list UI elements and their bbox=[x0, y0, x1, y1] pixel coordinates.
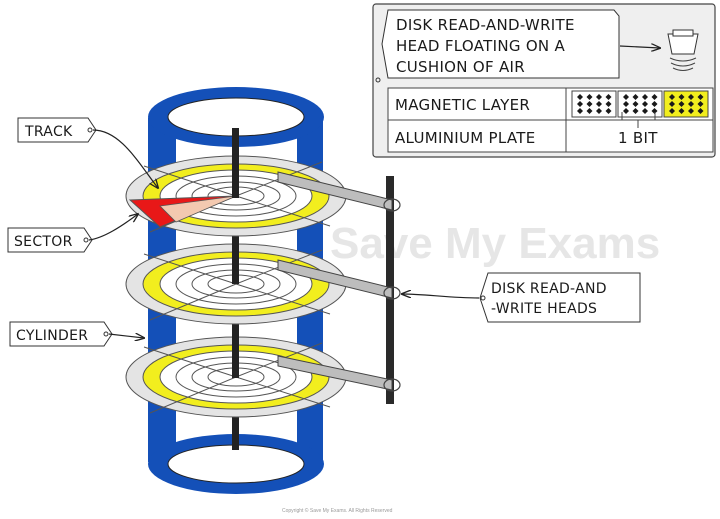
read-write-head-assembly bbox=[277, 171, 401, 404]
label-cylinder: CYLINDER bbox=[9, 321, 144, 347]
watermark-text: Save My Exams bbox=[330, 219, 660, 268]
domain-dot bbox=[623, 94, 629, 100]
magnetic-domains bbox=[571, 90, 709, 118]
domain-dot bbox=[632, 108, 639, 114]
cylinder-label: CYLINDER bbox=[16, 328, 88, 344]
domain-dot bbox=[669, 94, 675, 100]
domain-dot bbox=[651, 94, 658, 100]
inset-head-line3: CUSHION OF AIR bbox=[396, 58, 525, 76]
inset-head-line1: DISK READ-AND-WRITE bbox=[396, 16, 575, 34]
domain-dot bbox=[605, 108, 612, 114]
domain-dot bbox=[688, 108, 694, 114]
domain-dot bbox=[586, 108, 593, 114]
domain-dot bbox=[642, 108, 648, 114]
domain-dot bbox=[697, 101, 704, 107]
domain-dot bbox=[642, 101, 648, 107]
copyright-text: Copyright © Save My Exams. All Rights Re… bbox=[282, 507, 393, 514]
inset-head-line2: HEAD FLOATING ON A bbox=[396, 37, 566, 55]
domain-dot bbox=[577, 101, 583, 107]
domain-dot bbox=[688, 94, 694, 100]
label-sector: SECTOR bbox=[7, 214, 138, 253]
domain-dot bbox=[678, 94, 685, 100]
domain-dot bbox=[669, 108, 675, 114]
domain-dot bbox=[586, 94, 593, 100]
domain-dot bbox=[586, 101, 593, 107]
aluminium-plate-label: ALUMINIUM PLATE bbox=[395, 129, 536, 147]
inset-panel: DISK READ-AND-WRITE HEAD FLOATING ON A C… bbox=[372, 3, 716, 158]
domain-dot bbox=[623, 101, 629, 107]
domain-dot bbox=[669, 101, 675, 107]
domain-dot bbox=[577, 108, 583, 114]
label-track: TRACK bbox=[17, 117, 158, 188]
domain-dot bbox=[623, 108, 629, 114]
domain-dot bbox=[596, 101, 602, 107]
domain-dot bbox=[697, 108, 704, 114]
domain-dot bbox=[577, 94, 583, 100]
heads-label-line2: -WRITE HEADS bbox=[491, 301, 597, 317]
one-bit-label: 1 BIT bbox=[618, 129, 658, 147]
magnetic-layer-label: MAGNETIC LAYER bbox=[395, 96, 530, 114]
domain-dot bbox=[651, 108, 658, 114]
domain-dot bbox=[605, 94, 612, 100]
domain-dot bbox=[678, 108, 685, 114]
domain-dot bbox=[596, 108, 602, 114]
read-write-head-icon bbox=[667, 29, 699, 71]
label-read-write-heads: DISK READ-AND -WRITE HEADS bbox=[402, 272, 641, 323]
heads-label-line1: DISK READ-AND bbox=[491, 281, 607, 297]
domain-dot bbox=[596, 94, 602, 100]
domain-dot bbox=[605, 101, 612, 107]
domain-dot bbox=[642, 94, 648, 100]
domain-dot bbox=[678, 101, 685, 107]
domain-dot bbox=[632, 94, 639, 100]
sector-label: SECTOR bbox=[14, 234, 73, 250]
domain-dot bbox=[688, 101, 694, 107]
domain-dot bbox=[697, 94, 704, 100]
track-label: TRACK bbox=[24, 124, 73, 140]
domain-dot bbox=[632, 101, 639, 107]
domain-dot bbox=[651, 101, 658, 107]
